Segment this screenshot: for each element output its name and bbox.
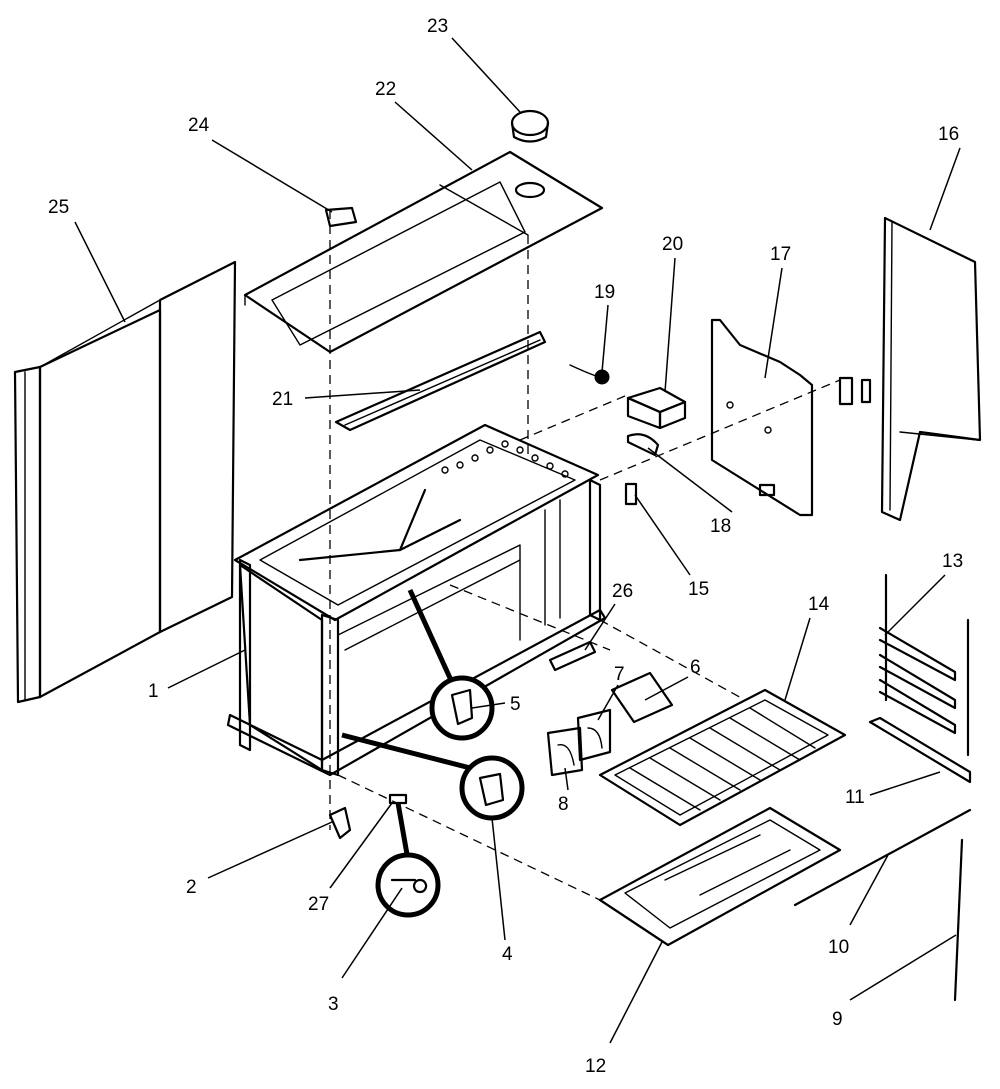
callout-2: 2 xyxy=(186,877,197,898)
part-12-base-pan xyxy=(598,806,842,947)
part-25-side-panel xyxy=(13,260,237,704)
callout-26: 26 xyxy=(612,581,633,602)
callout-8: 8 xyxy=(558,794,569,815)
callout-22: 22 xyxy=(375,79,396,100)
construction-lines xyxy=(329,210,841,901)
callout-3: 3 xyxy=(328,994,339,1015)
callout-11: 11 xyxy=(845,787,865,808)
callout-19: 19 xyxy=(594,282,615,303)
part-9-strip xyxy=(953,838,964,1002)
callout-10: 10 xyxy=(828,937,849,958)
part-10-rod xyxy=(793,808,972,907)
callout-23: 23 xyxy=(427,16,448,37)
part-17-control-panel xyxy=(710,318,872,517)
callout-24: 24 xyxy=(188,115,210,136)
part-1-cabinet xyxy=(226,423,607,777)
part-26-clip xyxy=(548,640,597,672)
part-14-filter xyxy=(598,688,847,827)
detail-circle-5 xyxy=(407,588,495,741)
callout-7: 7 xyxy=(614,664,625,685)
part-27-washer xyxy=(388,793,408,805)
callout-18: 18 xyxy=(710,516,731,537)
callout-6: 6 xyxy=(690,657,701,678)
part-13-louvers xyxy=(878,573,970,757)
part-6-plate xyxy=(610,671,674,724)
part-22-top-panel xyxy=(243,150,604,354)
part-20-box xyxy=(626,386,687,430)
leader-lines xyxy=(74,37,961,1044)
callout-27: 27 xyxy=(308,894,329,915)
callout-21: 21 xyxy=(272,389,293,410)
callout-1: 1 xyxy=(148,681,159,702)
detail-circle-3 xyxy=(375,802,441,918)
callout-12: 12 xyxy=(585,1056,606,1077)
part-2-clip xyxy=(328,806,352,840)
callout-17: 17 xyxy=(770,244,791,265)
callout-9: 9 xyxy=(832,1009,843,1030)
callout-labels: 1 2 3 4 5 6 7 8 9 10 11 12 13 14 15 16 1… xyxy=(48,16,963,1077)
callout-15: 15 xyxy=(688,579,709,600)
cabinet-holes xyxy=(441,440,569,478)
callout-16: 16 xyxy=(938,124,959,145)
detail-circle-4 xyxy=(341,732,525,821)
callout-5: 5 xyxy=(510,694,521,715)
part-24-clip xyxy=(324,206,358,228)
part-23-plug xyxy=(510,109,550,143)
part-15-connector xyxy=(624,482,638,506)
callout-20: 20 xyxy=(662,234,683,255)
part-11-strip xyxy=(868,716,972,784)
part-7-bracket xyxy=(576,708,612,762)
part-18-bracket xyxy=(626,433,660,457)
callout-25: 25 xyxy=(48,197,69,218)
part-19-knob xyxy=(569,364,610,385)
part-8-bracket xyxy=(546,726,584,777)
part-21-rail xyxy=(334,330,547,432)
callout-13: 13 xyxy=(942,551,963,572)
callout-4: 4 xyxy=(502,944,513,965)
part-16-right-panel xyxy=(880,216,982,522)
callout-14: 14 xyxy=(808,594,830,615)
